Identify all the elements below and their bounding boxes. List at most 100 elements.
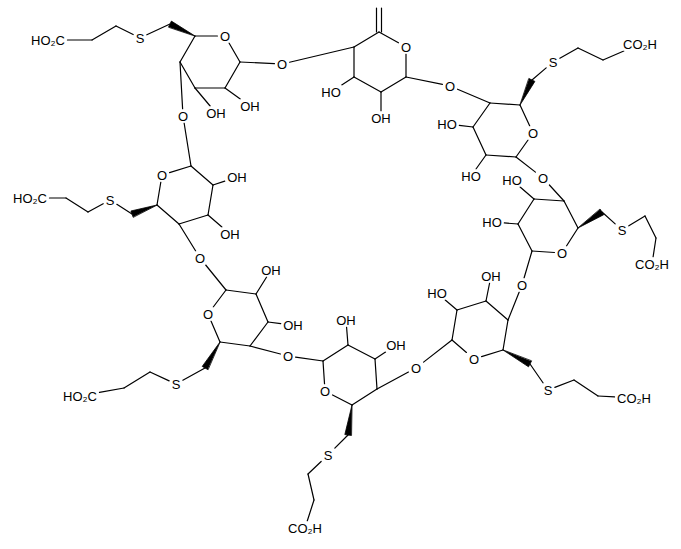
- atom-label: O: [202, 308, 214, 321]
- bond-line: [380, 92, 381, 111]
- bond-line: [353, 47, 354, 77]
- bond-line: [458, 89, 490, 103]
- atom-label: OH: [385, 339, 407, 352]
- bond-line: [578, 48, 603, 60]
- bond-line: [354, 32, 379, 47]
- wedge-bond: [578, 209, 604, 228]
- bond-line: [195, 35, 217, 36]
- atom-label: O: [556, 247, 568, 260]
- atom-label: HO₂C: [12, 192, 48, 205]
- bond-line: [240, 62, 274, 64]
- bond-line: [532, 251, 554, 252]
- bond-line: [377, 372, 408, 389]
- bond-line: [268, 322, 281, 324]
- bond-line: [147, 24, 170, 35]
- atom-label: HO: [320, 86, 342, 99]
- atom-label: HO₂C: [30, 34, 66, 47]
- bond-line: [229, 43, 240, 62]
- atom-label: S: [323, 449, 334, 462]
- bond-line: [645, 216, 656, 238]
- atom-label: CO₂H: [287, 522, 323, 535]
- bond-line: [323, 345, 348, 361]
- wedge-bond: [169, 21, 195, 36]
- bond-line: [555, 380, 574, 387]
- bond-line: [225, 62, 240, 88]
- atom-label: OH: [205, 107, 227, 120]
- bond-line: [49, 197, 66, 198]
- atom-label: HO: [436, 118, 458, 131]
- atom-label: O: [468, 353, 480, 366]
- bond-line: [67, 39, 92, 40]
- bond-line: [602, 212, 615, 224]
- bond-line: [180, 36, 195, 62]
- bond-line: [504, 223, 518, 224]
- bond-line: [183, 368, 205, 380]
- bond-line: [354, 77, 381, 92]
- bond-line: [375, 359, 377, 389]
- bond-line: [598, 395, 615, 397]
- bond-line: [352, 389, 377, 405]
- atom-label: CO₂H: [616, 392, 652, 405]
- bonds: [49, 8, 656, 521]
- wedge-bond: [520, 79, 535, 105]
- bond-line: [117, 204, 132, 214]
- wedge-bond: [131, 205, 157, 217]
- atom-label: OH: [226, 171, 248, 184]
- bond-line: [532, 68, 546, 80]
- bond-line: [335, 435, 348, 448]
- bond-line: [180, 62, 183, 109]
- atom-label: HO: [460, 170, 482, 183]
- bond-line: [179, 215, 208, 224]
- bond-line: [518, 199, 534, 224]
- bond-line: [208, 215, 222, 227]
- atom-label: CO₂H: [622, 38, 658, 51]
- bond-line: [250, 322, 268, 346]
- bond-line: [375, 352, 386, 359]
- bond-line: [99, 388, 124, 392]
- bond-line: [452, 340, 466, 352]
- atom-label: HO: [426, 287, 448, 300]
- bond-line: [530, 364, 543, 383]
- bond-line: [180, 62, 195, 88]
- bond-line: [213, 290, 226, 307]
- atom-label: S: [105, 194, 116, 207]
- bond-line: [342, 77, 354, 85]
- bond-line: [566, 228, 578, 246]
- bond-line: [518, 224, 532, 251]
- bond-line: [206, 265, 226, 290]
- bond-line: [333, 395, 352, 405]
- bond-line: [211, 321, 220, 342]
- atom-label: O: [537, 172, 549, 185]
- bond-line: [405, 54, 406, 77]
- bond-line: [490, 103, 520, 105]
- atom-label: OH: [480, 270, 502, 283]
- wedge-bond: [202, 342, 220, 370]
- bond-line: [534, 199, 564, 201]
- bond-line: [124, 372, 150, 388]
- atom-label: OH: [239, 100, 261, 113]
- bond-line: [574, 380, 598, 396]
- bond-line: [296, 357, 323, 361]
- bond-line: [348, 345, 375, 359]
- bond-line: [92, 26, 116, 40]
- bond-line: [516, 140, 528, 157]
- bond-line: [116, 26, 133, 35]
- bond-line: [653, 238, 656, 257]
- wedge-bond: [345, 405, 352, 435]
- atom-label: O: [410, 362, 422, 375]
- bond-line: [213, 181, 225, 185]
- atom-label: O: [194, 252, 206, 265]
- bond-line: [381, 77, 406, 92]
- bond-line: [486, 301, 508, 320]
- bond-line: [170, 166, 191, 173]
- atom-label: S: [135, 32, 146, 45]
- atom-label: HO: [481, 216, 503, 229]
- bond-line: [508, 292, 519, 320]
- bond-line: [88, 204, 103, 212]
- bond-line: [516, 157, 535, 172]
- atom-label: O: [319, 385, 331, 398]
- atom-label: OH: [370, 112, 392, 125]
- bond-line: [256, 294, 268, 322]
- bond-line: [308, 461, 321, 474]
